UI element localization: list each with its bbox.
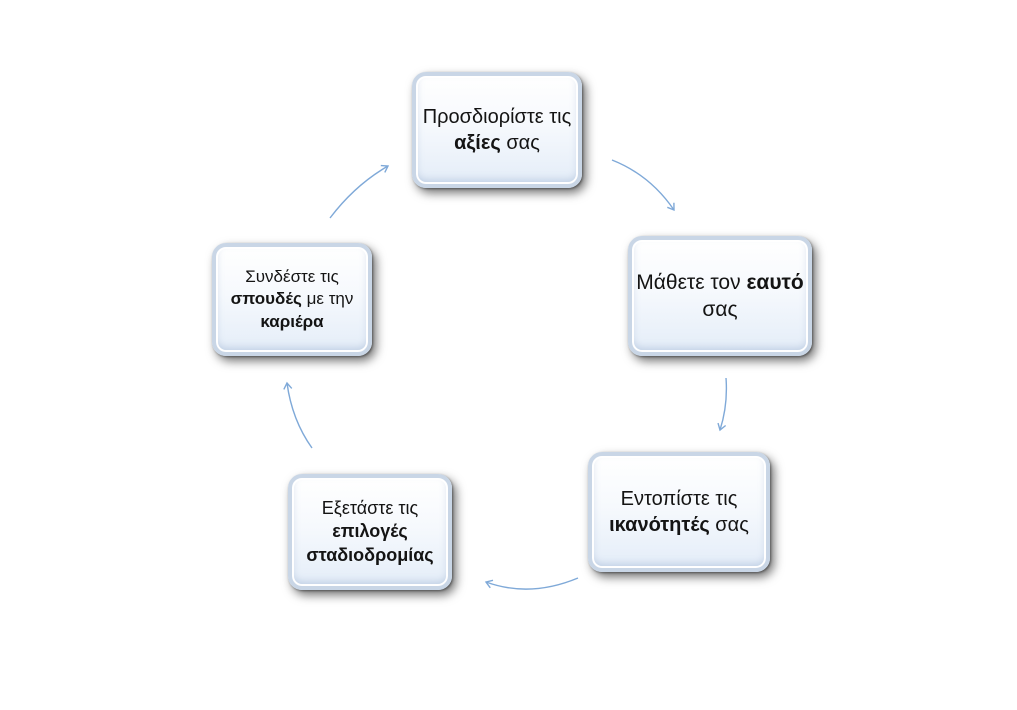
step-define-values-bold: αξίες bbox=[454, 132, 501, 154]
step-know-yourself-text: Μάθετε τον bbox=[636, 270, 747, 294]
step-connect-studies-career: Συνδέστε τις σπουδές με την καριέρα bbox=[212, 243, 372, 356]
step-identify-skills: Εντοπίστε τις ικανότητές σας bbox=[588, 452, 770, 572]
step-know-yourself-bold: εαυτό bbox=[746, 270, 804, 294]
step-identify-skills-bold: ικανότητές bbox=[609, 514, 710, 536]
arrow-values-to-self bbox=[611, 159, 675, 212]
step-define-values: Προσδιορίστε τις αξίες σας bbox=[412, 72, 582, 188]
step-explore-career-options-bold: επιλογές σταδιοδρομίας bbox=[306, 521, 434, 565]
step-identify-skills-text: Εντοπίστε τις bbox=[620, 488, 738, 510]
step-connect-studies-career-middle: με την bbox=[301, 289, 354, 309]
step-define-values-label: Προσδιορίστε τις αξίες σας bbox=[416, 104, 578, 156]
step-identify-skills-suffix: σας bbox=[709, 514, 749, 536]
step-identify-skills-label: Εντοπίστε τις ικανότητές σας bbox=[592, 486, 766, 538]
step-define-values-suffix: σας bbox=[500, 132, 540, 154]
step-explore-career-options-text: Εξετάστε τις bbox=[321, 497, 419, 518]
arrow-career-to-study bbox=[283, 381, 313, 449]
step-explore-career-options-label: Εξετάστε τις επιλογές σταδιοδρομίας bbox=[292, 497, 448, 567]
step-connect-studies-career-bold: σπουδές bbox=[230, 289, 302, 309]
step-define-values-text: Προσδιορίστε τις bbox=[422, 106, 572, 128]
step-connect-studies-career-text: Συνδέστε τις bbox=[245, 267, 339, 287]
arrow-skills-to-career bbox=[484, 577, 579, 590]
arrow-self-to-skills bbox=[717, 377, 728, 432]
step-know-yourself-suffix: σας bbox=[702, 298, 738, 321]
step-connect-studies-career-label: Συνδέστε τις σπουδές με την καριέρα bbox=[216, 266, 368, 332]
step-connect-studies-career-bold2: καριέρα bbox=[260, 311, 324, 331]
step-know-yourself-label: Μάθετε τον εαυτό σας bbox=[632, 269, 808, 324]
arrow-study-to-values bbox=[329, 164, 390, 219]
step-know-yourself: Μάθετε τον εαυτό σας bbox=[628, 236, 812, 356]
step-explore-career-options: Εξετάστε τις επιλογές σταδιοδρομίας bbox=[288, 474, 452, 590]
